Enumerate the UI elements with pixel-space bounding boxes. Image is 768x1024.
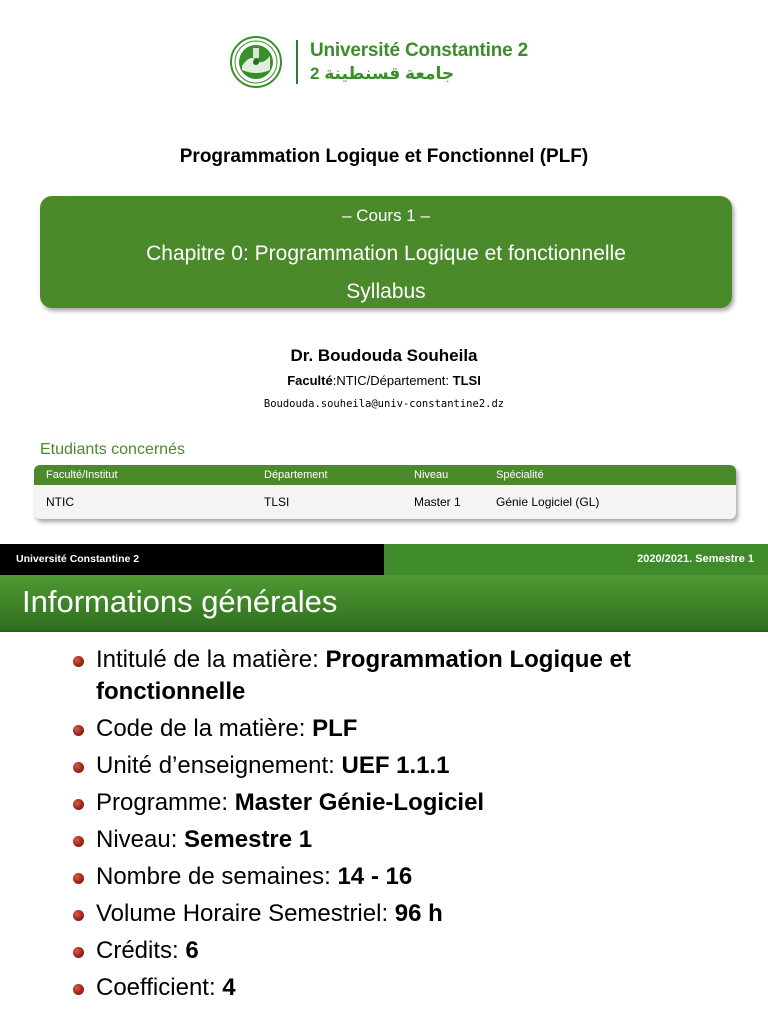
bullet-dot-icon xyxy=(73,836,84,847)
bullet-label: Crédits: xyxy=(96,937,186,964)
bullet-label: Volume Horaire Semestriel: xyxy=(96,900,395,927)
info-bullet-list: Intitulé de la matière: Programmation Lo… xyxy=(70,644,750,1009)
table-cell: NTIC xyxy=(46,495,74,509)
bullet-value: Semestre 1 xyxy=(184,826,313,853)
bullet-label: Unité d’enseignement: xyxy=(96,752,342,779)
course-title: Programmation Logique et Fonctionnel (PL… xyxy=(179,146,589,167)
topbar-university-name: Université Constantine 2 xyxy=(16,553,140,565)
bullet-value: Programmation Logique et fonctionnelle xyxy=(96,646,631,705)
bullet-label: Nombre de semaines: xyxy=(96,863,338,890)
table-cell: Master 1 xyxy=(414,495,461,509)
bullet-label: Programme: xyxy=(96,789,235,816)
faculty-label: Faculté xyxy=(287,373,333,388)
list-item: Nombre de semaines: 14 - 16 xyxy=(70,861,750,893)
bullet-value: 6 xyxy=(185,937,199,964)
bullet-dot-icon xyxy=(73,725,84,736)
university-logo: Université Constantine 2 جامعة قسنطينة 2 xyxy=(230,36,550,92)
author-email: Boudouda.souheila@univ-constantine2.dz xyxy=(263,398,505,410)
list-item: Niveau: Semestre 1 xyxy=(70,824,750,856)
list-item: Intitulé de la matière: Programmation Lo… xyxy=(70,644,750,708)
chapter-subtitle: Syllabus xyxy=(346,280,426,303)
logo-divider xyxy=(296,40,298,84)
bullet-value: 4 xyxy=(222,974,236,1001)
bullet-dot-icon xyxy=(73,873,84,884)
table-cell: Génie Logiciel (GL) xyxy=(496,495,600,509)
table-row: NTIC TLSI Master 1 Génie Logiciel (GL) xyxy=(34,485,736,519)
bullet-dot-icon xyxy=(73,799,84,810)
author-name: Dr. Boudouda Souheila xyxy=(290,346,478,365)
bullet-dot-icon xyxy=(73,762,84,773)
list-item: Crédits: 6 xyxy=(70,935,750,967)
university-name-ar: جامعة قسنطينة 2 xyxy=(310,64,455,83)
bullet-value: 96 h xyxy=(394,900,443,927)
topbar-semester: 2020/2021. Semestre 1 xyxy=(637,553,754,565)
bullet-dot-icon xyxy=(73,656,84,667)
table-header-cell: Département xyxy=(264,469,328,481)
bullet-dot-icon xyxy=(73,910,84,921)
footer-bar-university: Université Constantine 2 xyxy=(0,544,384,575)
slide-title-band: Informations générales xyxy=(0,575,768,632)
list-item: Coefficient: 4 xyxy=(70,972,750,1004)
table-header-cell: Faculté/Institut xyxy=(46,469,118,481)
slide-general-information: Université Constantine 2 2020/2021. Seme… xyxy=(0,544,768,1024)
chapter-header-box: – Cours 1 – Chapitre 0: Programmation Lo… xyxy=(40,196,732,308)
list-item: Programme: Master Génie-Logiciel xyxy=(70,787,750,819)
slide-syllabus-cover: Université Constantine 2 جامعة قسنطينة 2… xyxy=(0,36,768,519)
students-section-title: Etudiants concernés xyxy=(40,441,185,458)
bullet-label: Niveau: xyxy=(96,826,185,853)
bullet-value: UEF 1.1.1 xyxy=(341,752,450,779)
table-cell: TLSI xyxy=(264,495,290,509)
table-header-row: Faculté/Institut Département Niveau Spéc… xyxy=(34,465,736,485)
department-value: TLSI xyxy=(452,373,481,388)
university-seal-icon xyxy=(230,36,282,88)
faculty-value: :NTIC/Département: xyxy=(332,373,453,388)
bullet-label: Coefficient: xyxy=(96,974,223,1001)
table-header-cell: Niveau xyxy=(414,469,449,481)
bullet-label: Intitulé de la matière: xyxy=(96,646,326,673)
bullet-label: Code de la matière: xyxy=(96,715,313,742)
chapter-title: Chapitre 0: Programmation Logique et fon… xyxy=(146,242,626,265)
list-item: Code de la matière: PLF xyxy=(70,713,750,745)
slide-title: Informations générales xyxy=(22,584,338,619)
list-item: Unité d’enseignement: UEF 1.1.1 xyxy=(70,750,750,782)
bullet-value: PLF xyxy=(312,715,358,742)
bullet-value: Master Génie-Logiciel xyxy=(234,789,485,816)
footer-bar-semester: 2020/2021. Semestre 1 xyxy=(384,544,768,575)
faculty-line: Faculté:NTIC/Département: TLSI xyxy=(0,373,768,388)
bullet-value: 14 - 16 xyxy=(337,863,413,890)
students-table: Faculté/Institut Département Niveau Spéc… xyxy=(34,465,736,519)
table-header-cell: Spécialité xyxy=(496,469,544,481)
cours-number: – Cours 1 – xyxy=(342,206,430,225)
bullet-dot-icon xyxy=(73,947,84,958)
list-item: Volume Horaire Semestriel: 96 h xyxy=(70,898,750,930)
bullet-dot-icon xyxy=(73,984,84,995)
university-name-fr: Université Constantine 2 xyxy=(310,40,528,61)
